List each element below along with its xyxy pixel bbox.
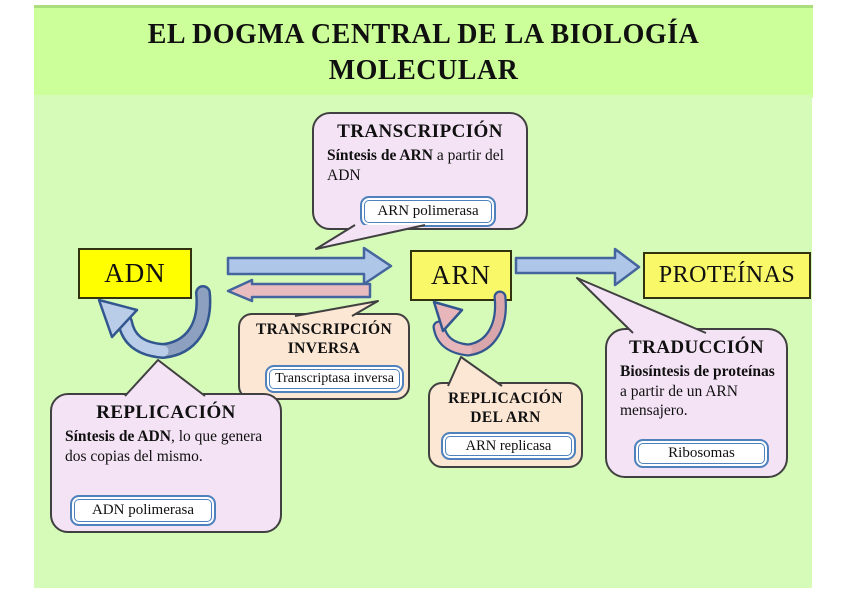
bubble-replicacion-del-arn-title-line1: REPLICACIÓN [448, 390, 563, 407]
bubble-replicacion-del-arn: REPLICACIÓN DEL ARN ARN replicasa [428, 382, 583, 468]
bubble-replicacion-del-arn-title: REPLICACIÓN DEL ARN [430, 390, 581, 428]
bubble-replicacion-body-rest: , lo que genera dos copias del mismo. [65, 428, 263, 465]
enzyme-box-arn-replicasa: ARN replicasa [441, 432, 576, 460]
bubble-transcripcion-inversa-title-line2: INVERSA [287, 339, 361, 357]
bubble-transcripcion-body: Síntesis de ARN a partir del ADN [314, 143, 526, 185]
bubble-replicacion-title: REPLICACIÓN [96, 402, 236, 423]
title-banner: EL DOGMA CENTRAL DE LA BIOLOGÍA MOLECULA… [34, 5, 813, 98]
bubble-transcripcion-inversa: TRANSCRIPCIÓN INVERSA Transcriptasa inve… [238, 313, 410, 400]
title-line-2: MOLECULAR [328, 55, 519, 86]
bubble-transcripcion-body-bold: Síntesis de ARN [327, 147, 433, 164]
bubble-traduccion-body: Biosíntesis de proteínas a partir de un … [607, 359, 786, 421]
bubble-transcripcion-inversa-title-line1: TRANSCRIPCIÓN [255, 321, 393, 338]
bubble-traduccion: TRADUCCIÓN Biosíntesis de proteínas a pa… [605, 328, 788, 478]
enzyme-box-adn-polimerasa: ADN polimerasa [70, 495, 216, 526]
bubble-replicacion-body-bold: Síntesis de ADN [65, 428, 171, 445]
bubble-traduccion-body-rest: a partir de un ARN mensajero. [620, 382, 738, 420]
bubble-transcripcion: TRANSCRIPCIÓN Síntesis de ARN a partir d… [312, 112, 528, 230]
bubble-traduccion-body-bold: Biosíntesis de proteínas [620, 363, 775, 380]
bubble-replicacion: REPLICACIÓN Síntesis de ADN, lo que gene… [50, 393, 282, 533]
title-line-1: EL DOGMA CENTRAL DE LA BIOLOGÍA [147, 18, 700, 50]
enzyme-box-ribosomas: Ribosomas [634, 439, 769, 468]
bubble-transcripcion-body-rest: a partir del ADN [327, 147, 504, 184]
bubble-traduccion-title: TRADUCCIÓN [629, 337, 764, 358]
node-proteinas: PROTEÍNAS [643, 252, 811, 299]
node-arn: ARN [410, 250, 512, 301]
enzyme-box-transcriptasa-inversa: Transcriptasa inversa [265, 365, 404, 393]
bubble-transcripcion-inversa-title: TRANSCRIPCIÓN INVERSA [240, 321, 408, 359]
bubble-transcripcion-title: TRANSCRIPCIÓN [337, 121, 503, 142]
enzyme-box-arn-polimerasa: ARN polimerasa [360, 196, 496, 227]
node-adn: ADN [78, 248, 192, 299]
diagram-canvas: ADN ARN PROTEÍNAS TRANSCRIPCIÓN Síntesis… [34, 95, 812, 588]
bubble-replicacion-del-arn-title-line2: DEL ARN [470, 408, 541, 426]
bubble-replicacion-body: Síntesis de ADN, lo que genera dos copia… [52, 424, 280, 466]
